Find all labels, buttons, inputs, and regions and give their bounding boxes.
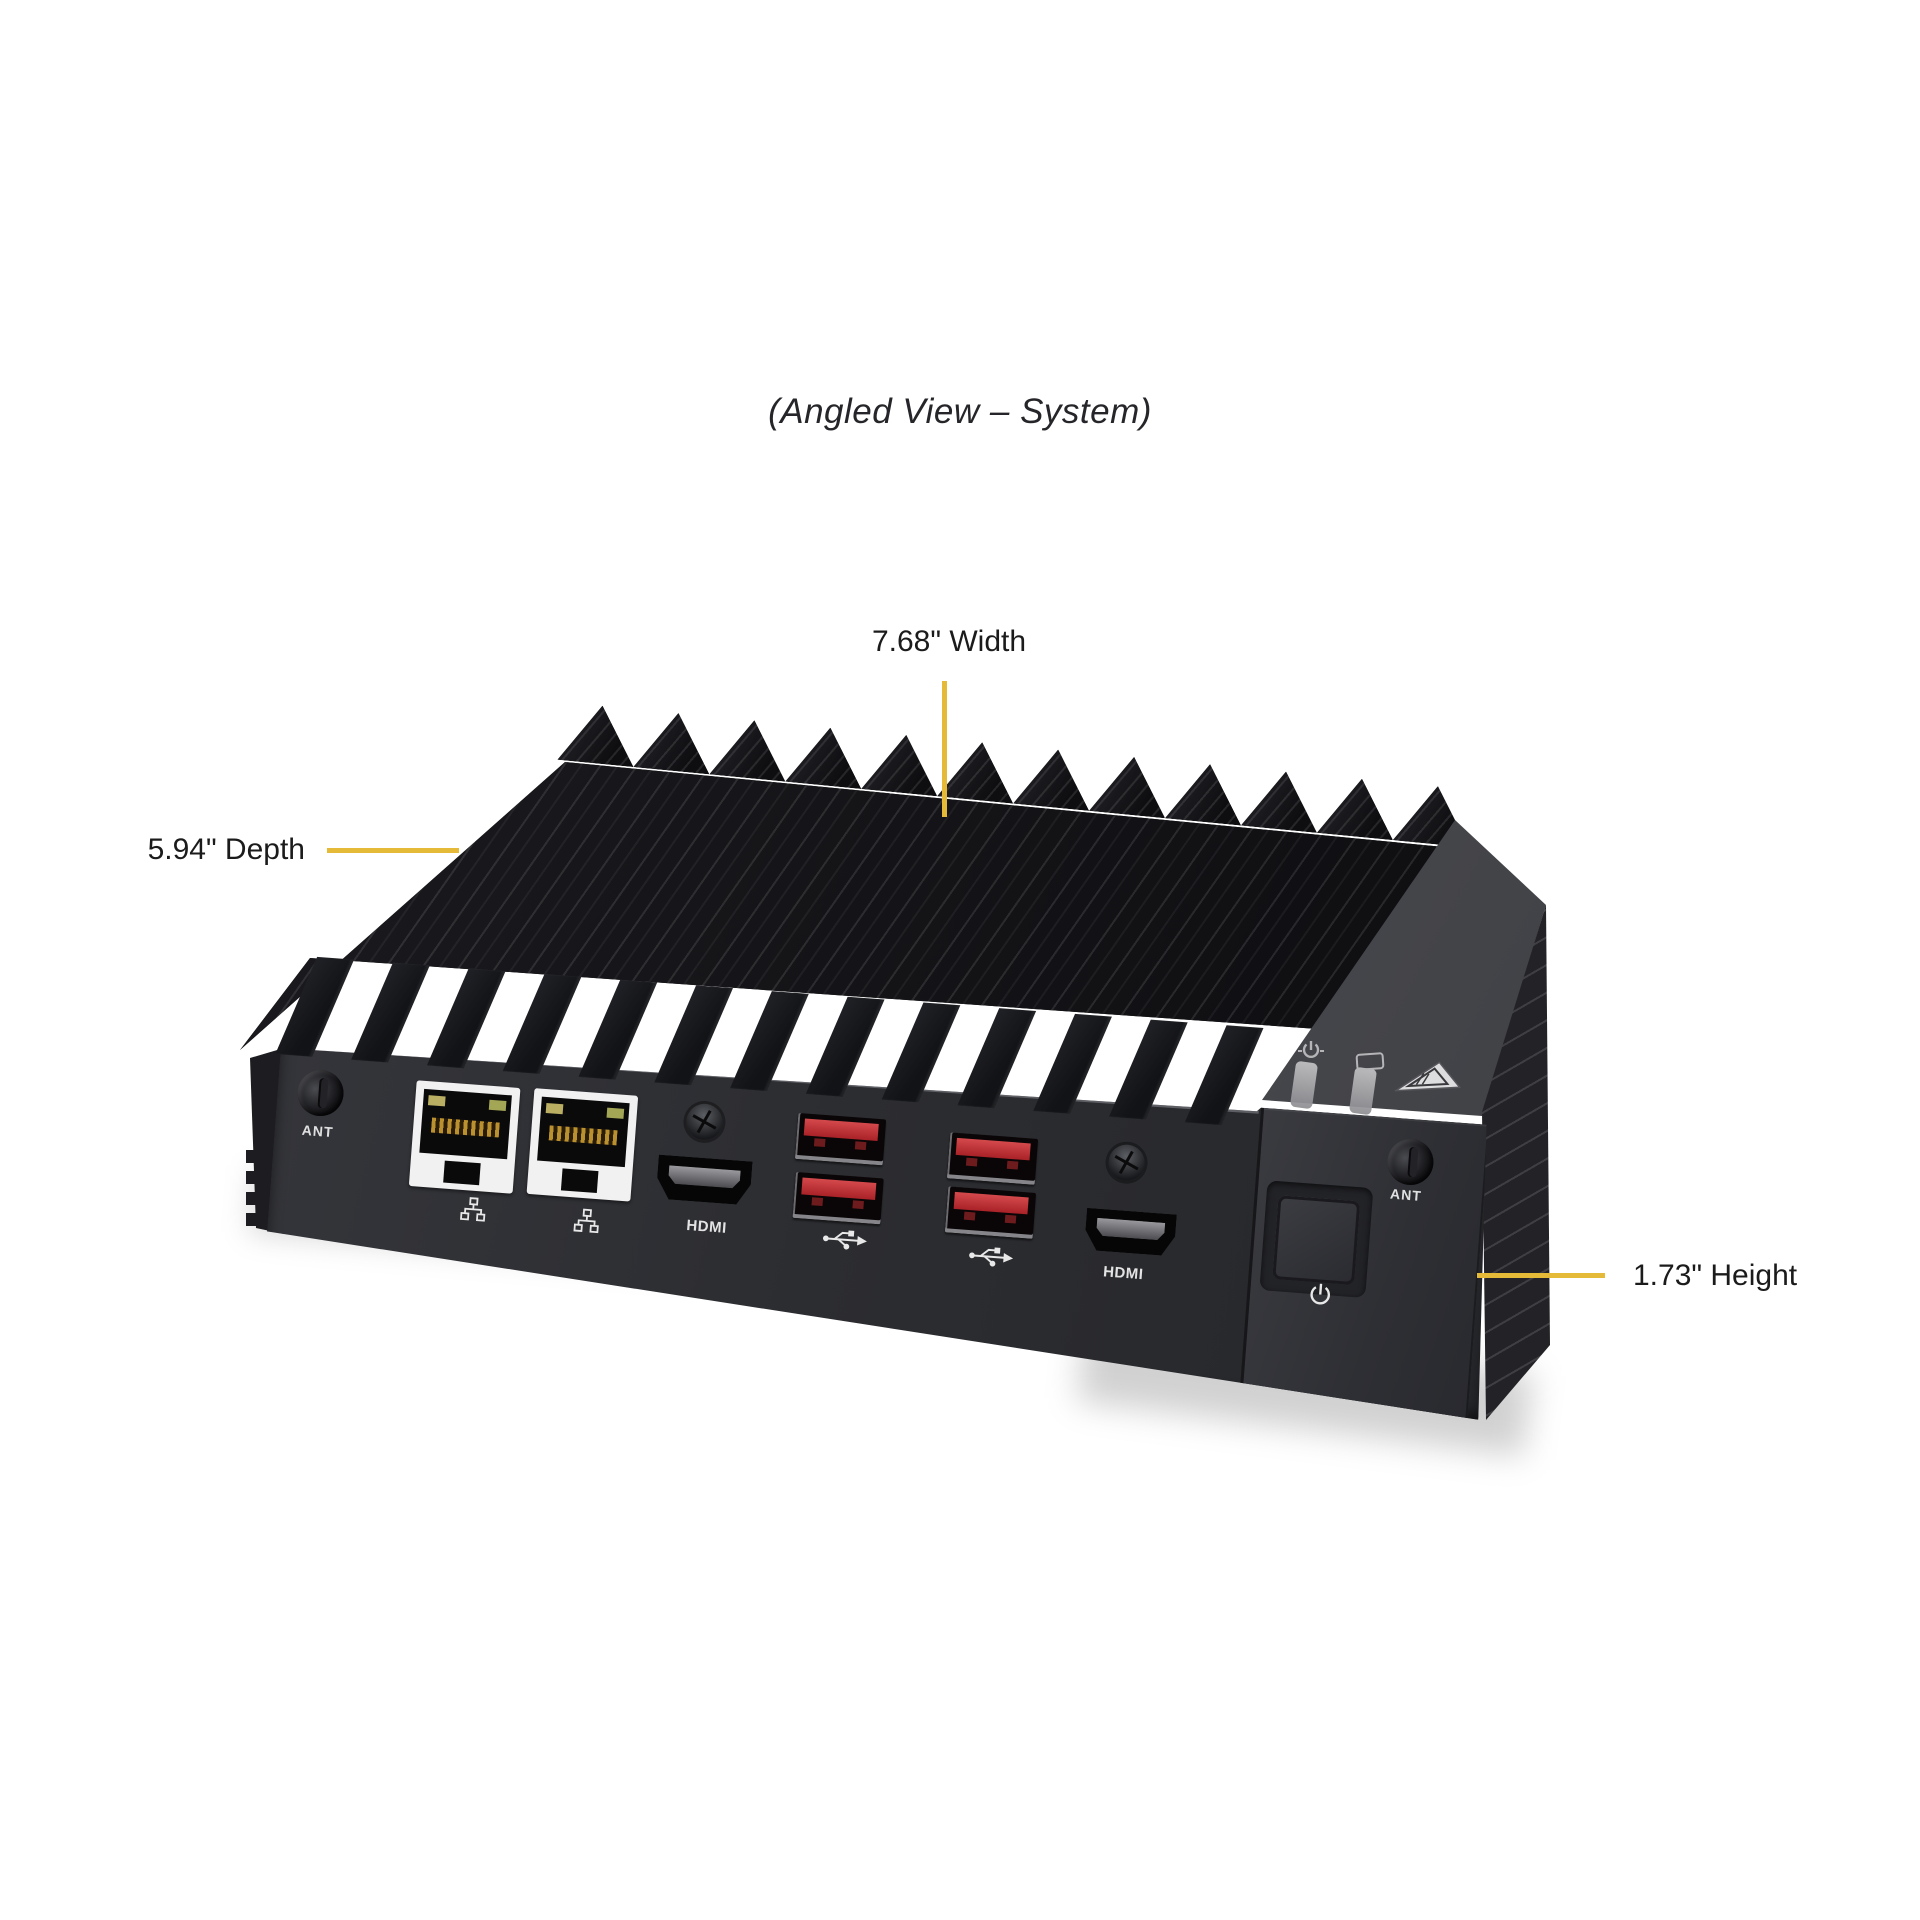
front-panel: ANT — [260, 1032, 1501, 1423]
lan-led — [489, 1100, 507, 1111]
lan-pins — [431, 1117, 500, 1137]
height-callout-line — [1477, 1273, 1605, 1278]
usb-port — [947, 1132, 1038, 1184]
lan-pins — [549, 1125, 618, 1145]
fin-tip — [633, 709, 715, 774]
power-button — [1272, 1195, 1360, 1285]
lan-led — [428, 1095, 446, 1106]
fin-tip — [937, 739, 1019, 804]
left-serration — [246, 1213, 256, 1226]
fin-front — [578, 979, 658, 1080]
usb-contact — [814, 1138, 826, 1147]
fin-front — [275, 956, 355, 1057]
left-serration — [246, 1171, 256, 1184]
usb-icon — [966, 1244, 1014, 1269]
fin-front — [502, 973, 582, 1074]
hdmi-right-label: HDMI — [1102, 1263, 1145, 1284]
ant-right-label: ANT — [1389, 1185, 1423, 1204]
screw — [1102, 1138, 1151, 1187]
lan-port-2 — [527, 1088, 639, 1201]
antenna-slot — [317, 1078, 328, 1109]
fin-front — [881, 1002, 961, 1103]
fin-front — [426, 968, 506, 1069]
lan-tab-slot — [443, 1161, 481, 1186]
hdmi-connector — [1096, 1218, 1166, 1241]
usb-port — [793, 1172, 884, 1224]
usb-contact — [966, 1158, 978, 1167]
width-callout-line — [942, 681, 947, 817]
fin-tip — [1317, 775, 1399, 840]
usb-port — [945, 1186, 1036, 1238]
usb-contact — [1007, 1161, 1019, 1170]
fin-front — [351, 962, 430, 1063]
lan-port-cavity — [537, 1097, 630, 1167]
power-button-icon — [1306, 1280, 1334, 1310]
usb-contact — [1005, 1215, 1017, 1224]
front-panel-face: ANT — [260, 1032, 1501, 1423]
fin-front — [1033, 1013, 1112, 1114]
fin-tip — [557, 702, 639, 767]
height-dimension-label: 1.73" Height — [1633, 1259, 1798, 1292]
fin-front — [654, 985, 733, 1086]
lan-icon — [573, 1207, 601, 1235]
fin-front — [1108, 1019, 1188, 1120]
lan-tab-slot — [561, 1168, 599, 1193]
hdmi-left-label: HDMI — [685, 1216, 728, 1237]
screw — [680, 1097, 729, 1146]
lan-led — [546, 1103, 564, 1114]
view-title: (Angled View – System) — [768, 392, 1152, 431]
fin-front — [730, 991, 809, 1091]
lan-led — [606, 1108, 624, 1119]
fin-tip — [709, 717, 791, 782]
fin-tip — [861, 731, 943, 796]
lan-port-cavity — [419, 1089, 512, 1159]
usb-contact — [855, 1141, 867, 1150]
antenna-connector-left — [296, 1068, 345, 1117]
fin-front — [957, 1008, 1037, 1109]
hdmi-port-left — [656, 1155, 753, 1206]
ant-left-label: ANT — [301, 1121, 335, 1141]
power-indicator-icon — [1298, 1041, 1324, 1059]
fin-tip — [785, 724, 867, 789]
lan-icon — [459, 1196, 487, 1224]
depth-callout-line — [327, 848, 459, 853]
fin-tip — [1013, 746, 1095, 811]
hdmi-port-right — [1084, 1208, 1177, 1257]
usb-icon — [820, 1227, 868, 1252]
usb-contact — [812, 1197, 824, 1206]
usb-contact — [852, 1200, 864, 1209]
depth-dimension-label: 5.94" Depth — [147, 833, 305, 866]
antenna-slot — [1407, 1147, 1418, 1178]
storage-indicator-icon — [1355, 1052, 1385, 1071]
fin-tip — [1165, 761, 1247, 826]
fin-front — [1184, 1025, 1264, 1126]
fin-front — [805, 996, 885, 1097]
fin-tip — [1089, 753, 1171, 818]
left-serration — [246, 1192, 256, 1205]
fin-tip — [1241, 768, 1323, 833]
warning-triangle-icon — [1393, 1061, 1461, 1092]
width-dimension-label: 7.68" Width — [871, 625, 1027, 658]
hdmi-connector — [668, 1165, 741, 1189]
usb-contact — [964, 1212, 976, 1221]
lan-port-1 — [409, 1080, 521, 1193]
left-serration — [246, 1150, 256, 1163]
usb-port — [795, 1113, 886, 1165]
